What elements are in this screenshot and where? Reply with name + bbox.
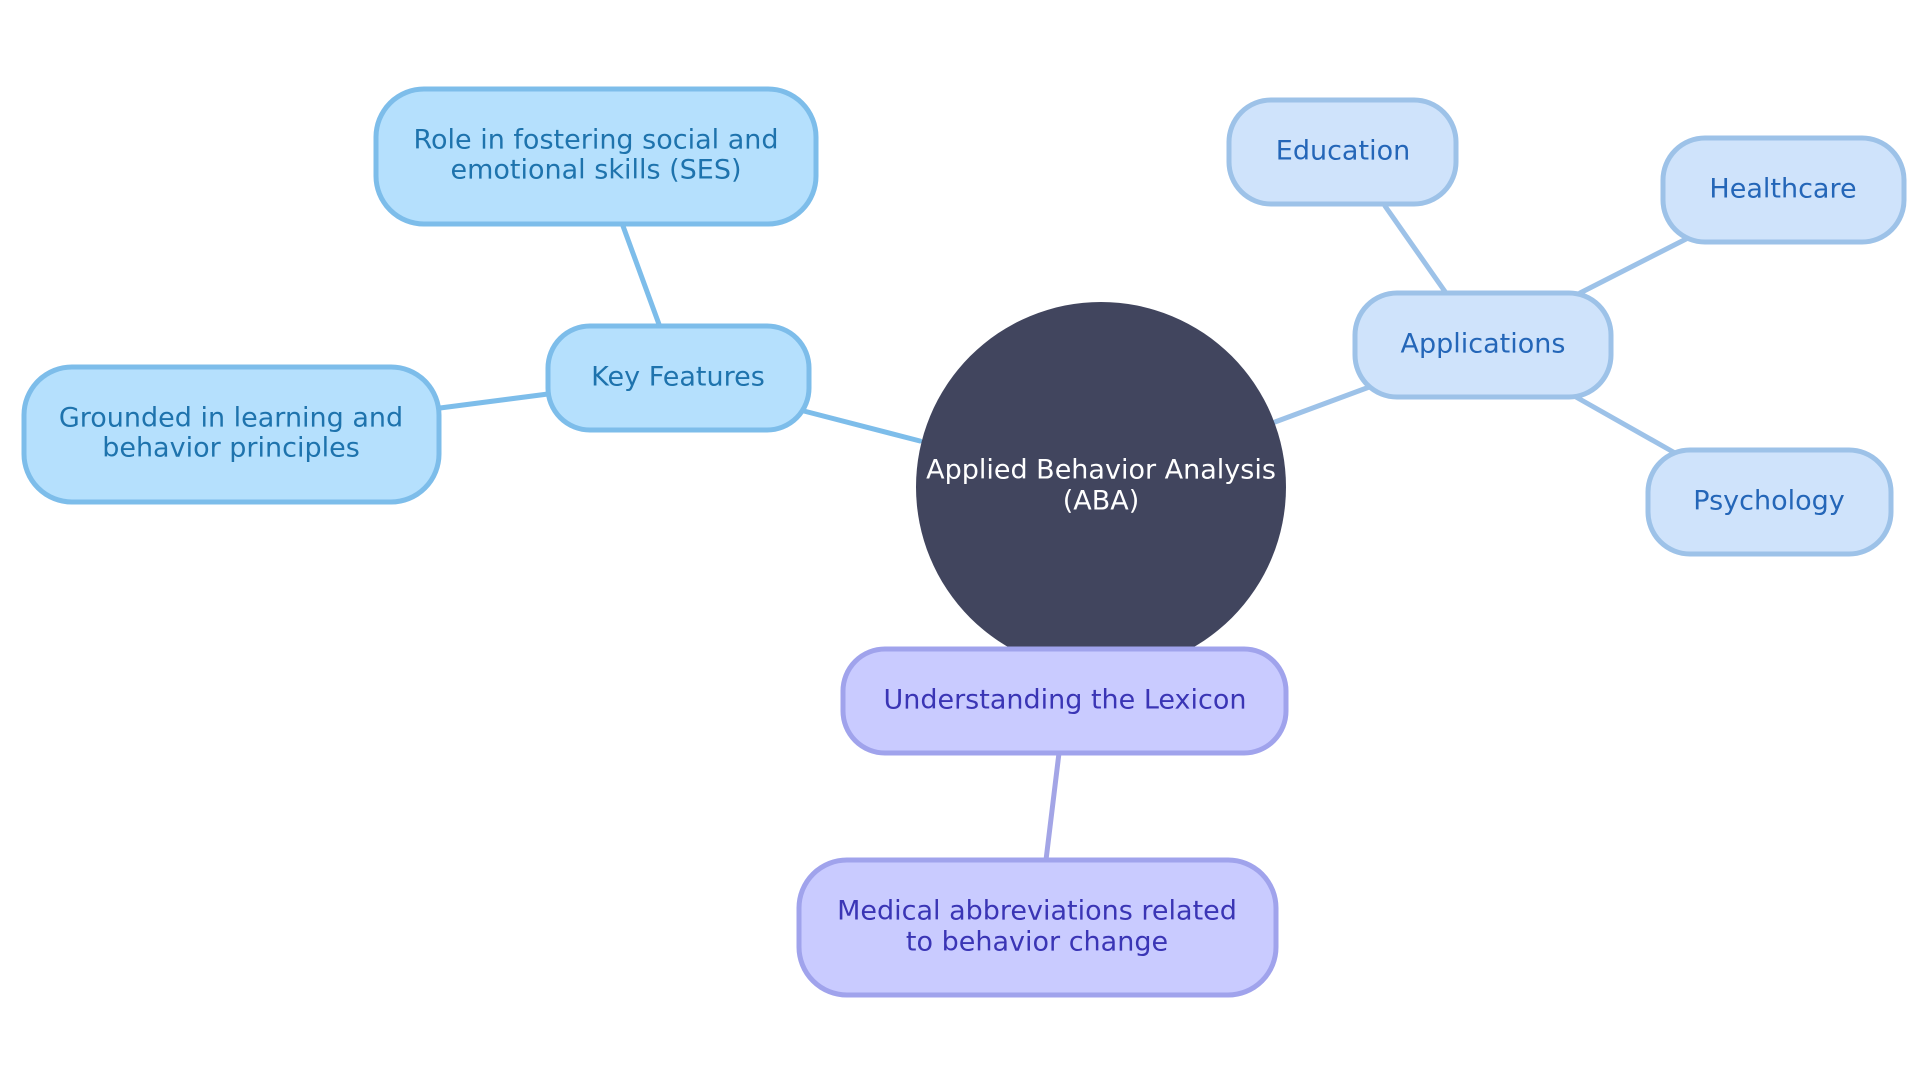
edge-lexicon-abbreviations bbox=[1043, 750, 1062, 863]
lexicon-label: Understanding the Lexicon bbox=[883, 685, 1246, 716]
education-box bbox=[1226, 97, 1459, 207]
center-label-line1: Applied Behavior Analysis bbox=[926, 455, 1276, 486]
healthcare-node[interactable]: Healthcare bbox=[1660, 135, 1907, 245]
abbreviations-box bbox=[796, 857, 1279, 998]
center-label-line2: (ABA) bbox=[1063, 486, 1140, 517]
ses-node[interactable]: Role in fostering social and emotional s… bbox=[373, 86, 819, 227]
psychology-node[interactable]: Psychology bbox=[1645, 447, 1894, 557]
key-features-label: Key Features bbox=[591, 362, 765, 393]
lexicon-box bbox=[840, 646, 1289, 756]
abbreviations-label-line2: to behavior change bbox=[906, 927, 1168, 958]
applications-node[interactable]: Applications bbox=[1352, 290, 1614, 400]
center-node[interactable]: Applied Behavior Analysis (ABA) bbox=[916, 302, 1286, 672]
edge-applications-psychology bbox=[1573, 394, 1678, 456]
ses-label-line1: Role in fostering social and bbox=[413, 125, 778, 156]
edge-key-features-ses bbox=[620, 223, 663, 330]
principles-box bbox=[21, 364, 442, 505]
edge-applications-healthcare bbox=[1577, 234, 1693, 296]
lexicon-node[interactable]: Understanding the Lexicon bbox=[840, 646, 1289, 756]
abbreviations-label-line1: Medical abbreviations related bbox=[837, 896, 1237, 927]
principles-node[interactable]: Grounded in learning and behavior princi… bbox=[21, 364, 442, 505]
edge-applications-education bbox=[1382, 203, 1449, 296]
applications-label: Applications bbox=[1401, 329, 1566, 360]
edge-key-features-principles bbox=[437, 391, 551, 411]
healthcare-box bbox=[1660, 135, 1907, 245]
key-features-node[interactable]: Key Features bbox=[545, 323, 812, 433]
edges bbox=[437, 203, 1693, 863]
edge-center-applications bbox=[1272, 383, 1375, 425]
ses-box bbox=[373, 86, 819, 227]
psychology-label: Psychology bbox=[1693, 486, 1844, 517]
abbreviations-node[interactable]: Medical abbreviations related to behavio… bbox=[796, 857, 1279, 998]
edge-center-key-features bbox=[797, 407, 923, 444]
education-node[interactable]: Education bbox=[1226, 97, 1459, 207]
principles-label-line2: behavior principles bbox=[102, 433, 360, 464]
key-features-box bbox=[545, 323, 812, 433]
education-label: Education bbox=[1276, 136, 1410, 167]
principles-label-line1: Grounded in learning and bbox=[59, 403, 403, 434]
psychology-box bbox=[1645, 447, 1894, 557]
center-circle bbox=[916, 302, 1286, 672]
applications-box bbox=[1352, 290, 1614, 400]
healthcare-label: Healthcare bbox=[1709, 174, 1856, 205]
ses-label-line2: emotional skills (SES) bbox=[450, 155, 741, 186]
